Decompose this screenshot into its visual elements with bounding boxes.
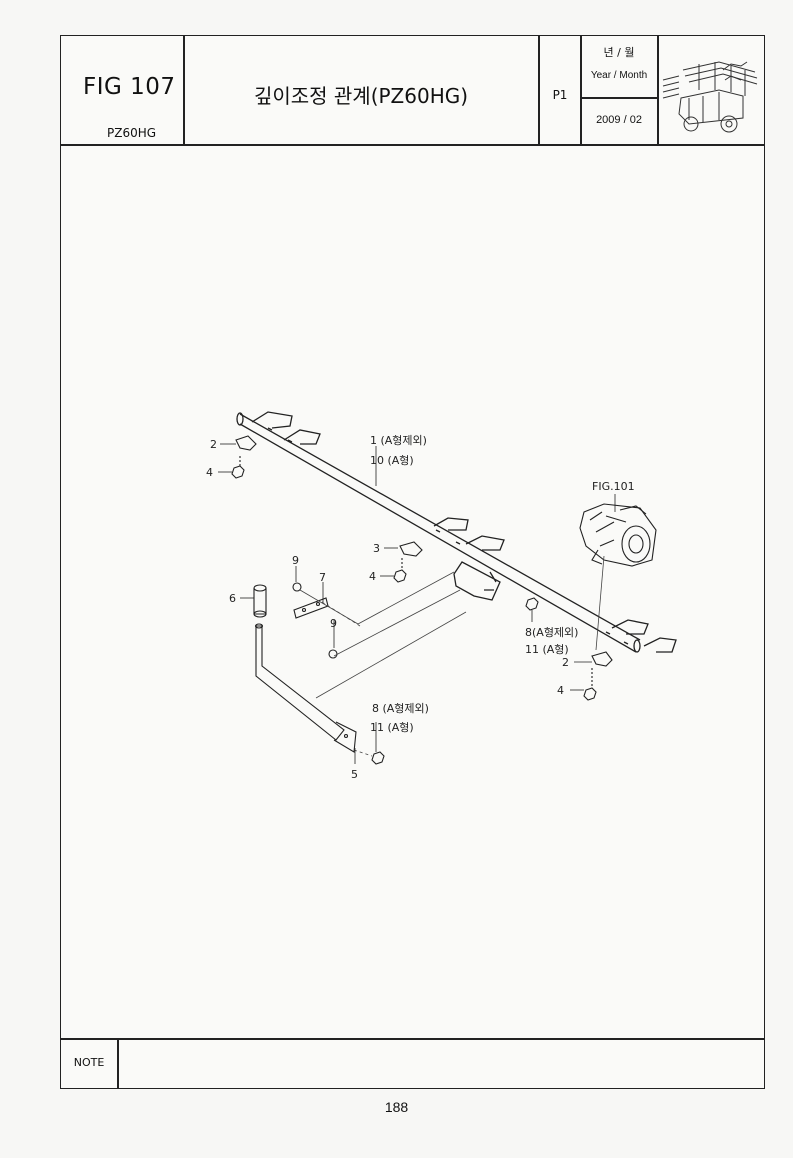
year-month-label-ko: 년 / 월 [603,46,635,59]
header-bottom-line [61,144,765,146]
main-frame-bar [236,411,677,653]
note-top-line [61,1038,765,1040]
callout-4-right: 4 [557,684,564,697]
callout-8-right: 8(A형제외) [525,626,578,639]
callout-6: 6 [229,592,236,605]
header-divider [183,36,185,144]
year-month-label-en: Year / Month [590,70,648,81]
callout-11-right: 11 (A형) [525,643,569,656]
page-title: 깊이조정 관계(PZ60HG) [253,84,469,108]
callout-4-mid: 4 [369,570,376,583]
year-month-value: 2009 / 02 [596,114,642,126]
callout-2-right: 2 [562,656,569,669]
page-code: P1 [552,88,568,102]
header-divider [580,36,582,144]
callout-8-bottom: 8 (A형제외) [372,702,429,715]
leader-lines [218,443,616,764]
assembly-lines [299,555,605,757]
page-number: 188 [384,1099,409,1115]
callout-5: 5 [351,768,358,781]
callout-2-left: 2 [210,438,217,451]
page-frame: FIG 107 PZ60HG 깊이조정 관계(PZ60HG) P1 년 / 월 … [60,35,765,1089]
callout-9-top: 9 [292,554,299,567]
callout-10: 10 (A형) [370,454,414,467]
model-label: PZ60HG [107,126,157,140]
note-label: NOTE [73,1056,105,1069]
note-divider [117,1038,119,1088]
gearbox-reference [579,503,657,567]
callout-1: 1 (A형제외) [370,434,427,447]
rice-transplanter-icon [662,61,758,133]
callout-3: 3 [373,542,380,555]
fig-number: FIG 107 [83,74,176,100]
fig-reference-label: FIG.101 [592,480,635,493]
header-divider [657,36,659,144]
callout-4-left: 4 [206,466,213,479]
callout-9-bottom: 9 [330,617,337,630]
callout-7: 7 [319,571,326,584]
callout-11-bottom: 11 (A형) [370,721,414,734]
header-divider [580,97,658,99]
small-parts [231,435,613,765]
header-divider [538,36,540,144]
